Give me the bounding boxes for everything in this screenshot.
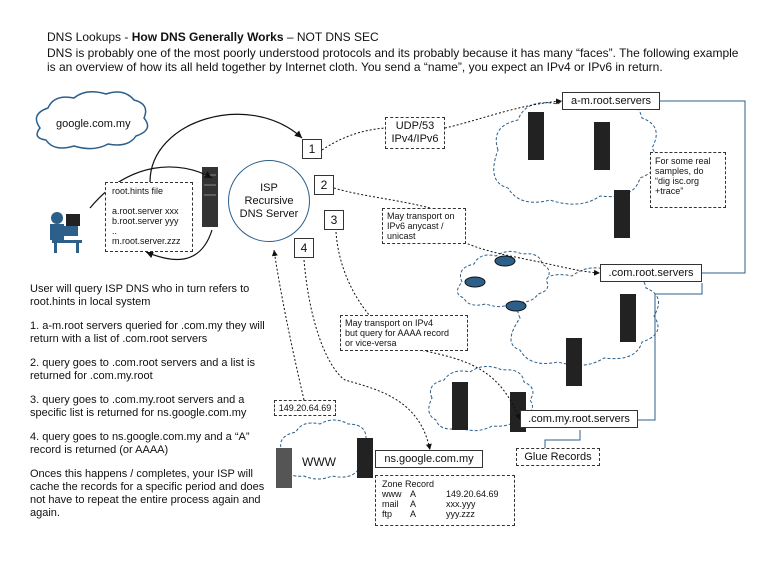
zone-type: A xyxy=(410,509,417,519)
real-samples-line: For some real xyxy=(655,156,711,166)
intro-line: is an overview of how its all held toget… xyxy=(47,60,663,74)
step-4: 4 xyxy=(294,238,314,258)
udp-line: IPv4/IPv6 xyxy=(391,133,439,145)
zone-value: yyy.zzz xyxy=(446,509,475,519)
note-paragraph: 3. query goes to .com.my.root servers an… xyxy=(30,394,247,419)
zone-type: A xyxy=(410,489,417,499)
ipv4-line: or vice-versa xyxy=(345,338,397,348)
step-1: 1 xyxy=(302,139,322,159)
root-hints-line: .. xyxy=(112,226,118,236)
step-2: 2 xyxy=(314,175,334,195)
flow-arrows xyxy=(89,113,303,261)
www-cloud xyxy=(277,419,373,480)
intro-text: DNS is probably one of the most poorly u… xyxy=(47,46,747,74)
note-paragraph: 1. a-m.root servers queried for .com.my … xyxy=(30,320,265,345)
internet-cloud-top xyxy=(493,94,658,205)
note-paragraph: 4. query goes to ns.google.com.my and a … xyxy=(30,431,250,456)
query-cloud xyxy=(35,91,149,150)
zone-row: mail A xxx.yyy xyxy=(382,499,508,509)
glue-records: Glue Records xyxy=(516,448,600,466)
commy-servers-label: .com.my.root.servers xyxy=(520,410,638,428)
root-hints-title: root.hints file xyxy=(112,186,164,196)
zone-host: www xyxy=(382,489,402,499)
isp-dns-server: ISP Recursive DNS Server xyxy=(228,160,310,242)
router-icon xyxy=(464,255,527,312)
root-hints-line: a.root.server xxx xyxy=(112,206,179,216)
isp-label: Recursive xyxy=(244,194,294,207)
zone-row: www A 149.20.64.69 xyxy=(382,489,508,499)
note-paragraph: User will query ISP DNS who in turn refe… xyxy=(30,283,250,308)
ip-address: 149.20.64.69 xyxy=(274,400,336,416)
explanation-notes: User will query ISP DNS who in turn refe… xyxy=(30,283,270,531)
zone-title: Zone Record xyxy=(382,479,435,489)
root-hints-file: root.hints file a.root.server xxx b.root… xyxy=(105,182,193,252)
real-samples-line: samples, do xyxy=(655,166,704,176)
anycast-line: unicast xyxy=(387,231,416,241)
anycast-line: IPv6 anycast / xyxy=(387,221,444,231)
user-icon xyxy=(50,212,82,253)
root-hints-line: m.root.server.zzz xyxy=(112,236,181,246)
real-samples-note: For some real samples, do “dig isc.org +… xyxy=(650,152,726,208)
com-servers-label: .com.root.servers xyxy=(600,264,702,282)
isp-label: ISP xyxy=(260,181,278,194)
local-server-icon xyxy=(202,167,218,227)
ipv4-line: but query for AAAA record xyxy=(345,328,450,338)
page-title: DNS Lookups - How DNS Generally Works – … xyxy=(47,30,379,44)
zone-record: Zone Record www A 149.20.64.69 mail A xx… xyxy=(375,475,515,526)
anycast-line: May transport on xyxy=(387,211,455,221)
ns-server-label: ns.google.com.my xyxy=(375,450,483,468)
zone-value: xxx.yyy xyxy=(446,499,476,509)
real-samples-line: +trace” xyxy=(655,186,684,196)
www-label: WWW xyxy=(302,455,336,469)
real-samples-line: “dig isc.org xyxy=(655,176,700,186)
zone-type: A xyxy=(410,499,417,509)
zone-host: ftp xyxy=(382,509,393,519)
isp-label: DNS Server xyxy=(239,207,299,220)
ipv4-note: May transport on IPv4 but query for AAAA… xyxy=(340,315,468,351)
zone-value: 149.20.64.69 xyxy=(446,489,499,499)
udp-line: UDP/53 xyxy=(395,120,435,132)
zone-row: ftp A yyy.zzz xyxy=(382,509,508,519)
root-servers-label: a-m.root.servers xyxy=(562,92,660,110)
note-paragraph: Onces this happens / completes, your ISP… xyxy=(30,468,265,519)
root-hints-line: b.root.server yyy xyxy=(112,216,179,226)
zone-host: mail xyxy=(382,499,399,509)
note-paragraph: 2. query goes to .com.root servers and a… xyxy=(30,357,255,382)
router-cloud xyxy=(457,250,550,308)
query-domain: google.com.my xyxy=(56,118,131,130)
server-tower-icon xyxy=(276,112,636,488)
udp-label: UDP/53 IPv4/IPv6 xyxy=(385,117,445,149)
ipv4-line: May transport on IPv4 xyxy=(345,318,434,328)
anycast-note: May transport on IPv6 anycast / unicast xyxy=(382,208,466,244)
intro-line: DNS is probably one of the most poorly u… xyxy=(47,46,739,60)
step-3: 3 xyxy=(324,210,344,230)
server-links xyxy=(544,100,746,450)
